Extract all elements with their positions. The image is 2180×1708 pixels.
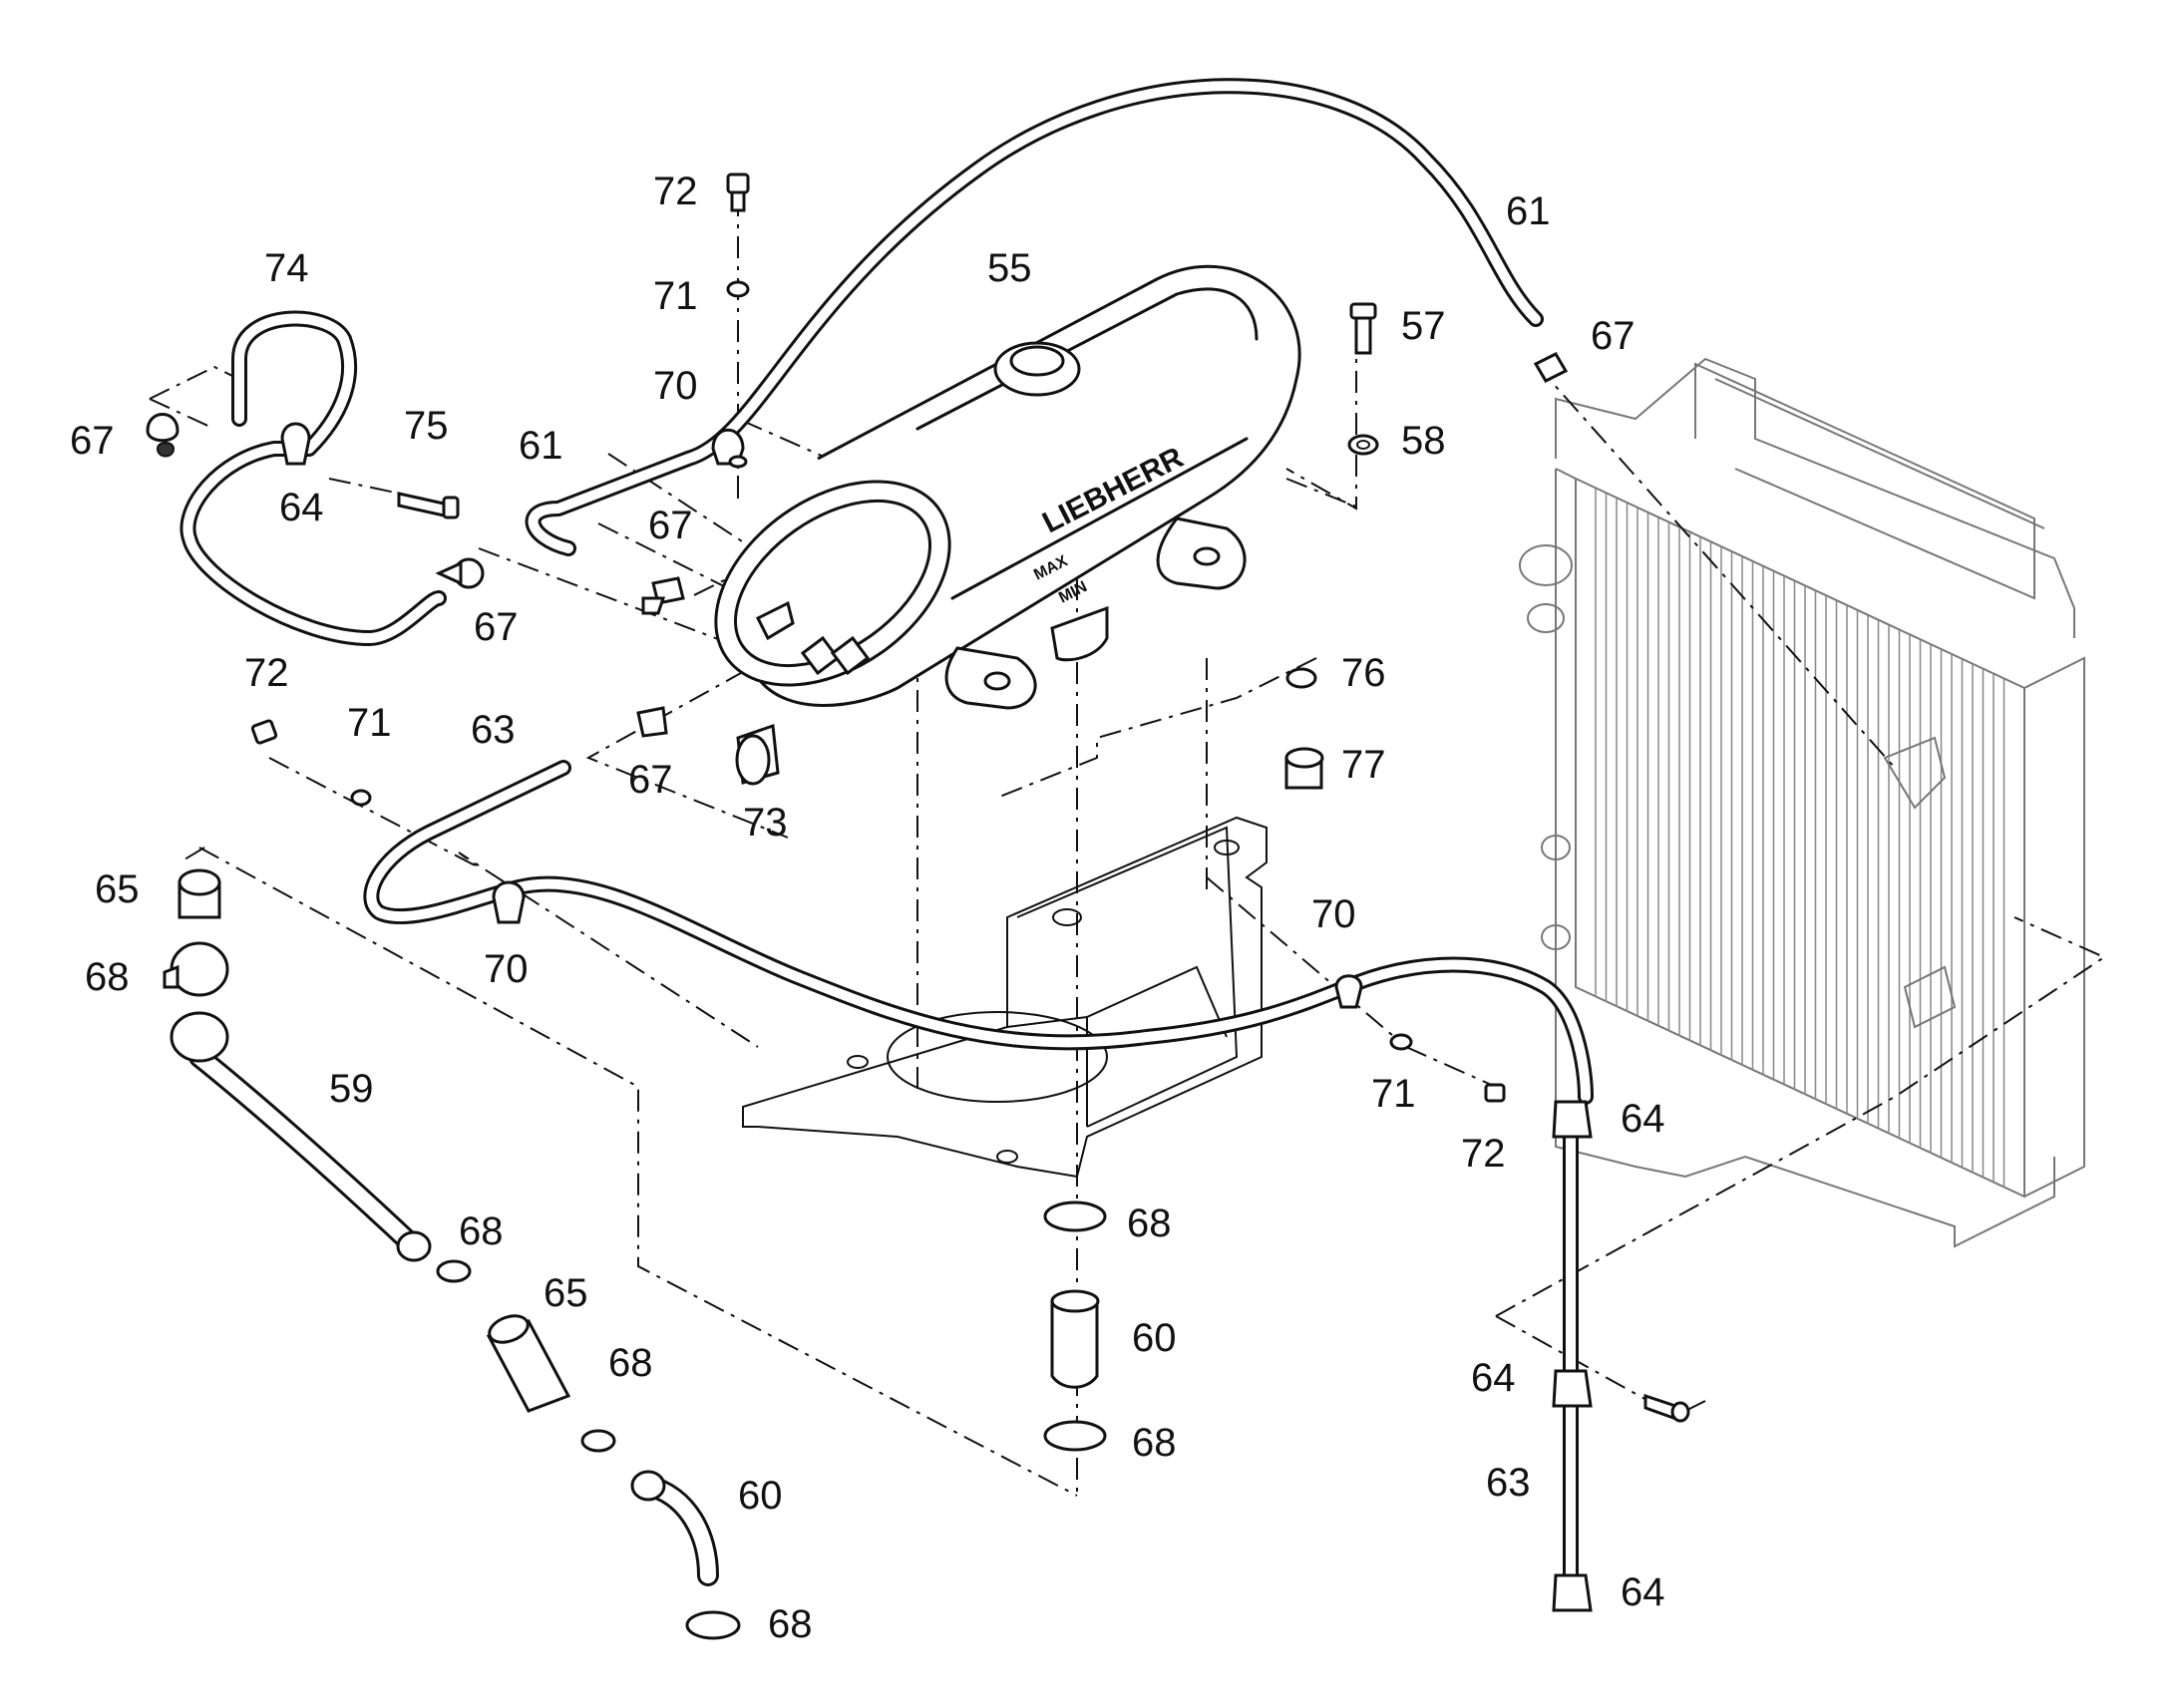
part-label-77: 77 (1341, 743, 1386, 787)
part-label-70: 70 (1311, 892, 1356, 936)
fasteners-and-clamps (146, 172, 1690, 1640)
part-label-68: 68 (1132, 1421, 1177, 1465)
part-label-63: 63 (1486, 1461, 1531, 1505)
part-label-67: 67 (474, 605, 519, 649)
part-label-71: 71 (347, 701, 392, 745)
part-label-67: 67 (70, 419, 115, 463)
part-label-67: 67 (628, 758, 673, 802)
part-label-59: 59 (329, 1067, 374, 1111)
part-label-70: 70 (484, 947, 529, 991)
part-label-57: 57 (1401, 304, 1446, 348)
part-label-74: 74 (264, 246, 309, 290)
part-label-76: 76 (1341, 651, 1386, 695)
part-label-65: 65 (544, 1271, 588, 1315)
part-label-65: 65 (95, 867, 140, 911)
part-label-71: 71 (653, 274, 698, 318)
part-label-55: 55 (987, 246, 1032, 290)
part-label-58: 58 (1401, 419, 1446, 463)
part-label-70: 70 (653, 364, 698, 408)
radiator-fins (1595, 489, 2005, 1189)
part-label-68: 68 (459, 1209, 504, 1253)
hoses (180, 78, 1594, 1603)
part-label-72: 72 (653, 170, 698, 213)
part-label-68: 68 (768, 1602, 813, 1646)
mounting-bracket (742, 816, 1268, 1179)
part-label-64: 64 (1471, 1356, 1516, 1400)
part-label-61: 61 (1506, 189, 1551, 233)
part-label-64: 64 (279, 486, 324, 529)
part-label-72: 72 (1461, 1132, 1506, 1176)
part-label-60: 60 (738, 1474, 783, 1518)
part-label-63: 63 (471, 708, 516, 752)
expansion-tank: LIEBHERR MAX MIN (714, 264, 1301, 710)
radiator (1519, 357, 2085, 1248)
part-label-67: 67 (648, 504, 693, 547)
part-label-73: 73 (743, 801, 788, 845)
part-label-64: 64 (1621, 1097, 1665, 1141)
part-label-60: 60 (1132, 1316, 1177, 1360)
part-label-72: 72 (244, 651, 289, 695)
part-label-61: 61 (519, 424, 563, 468)
part-label-68: 68 (608, 1341, 653, 1385)
part-label-75: 75 (404, 404, 449, 448)
part-label-68: 68 (85, 955, 130, 999)
part-number-labels: 74 72 71 70 55 61 57 58 67 67 75 61 64 6… (70, 170, 1665, 1646)
part-label-68: 68 (1127, 1201, 1172, 1245)
part-label-64: 64 (1621, 1570, 1665, 1614)
part-label-71: 71 (1371, 1072, 1416, 1116)
part-label-67: 67 (1591, 314, 1635, 358)
